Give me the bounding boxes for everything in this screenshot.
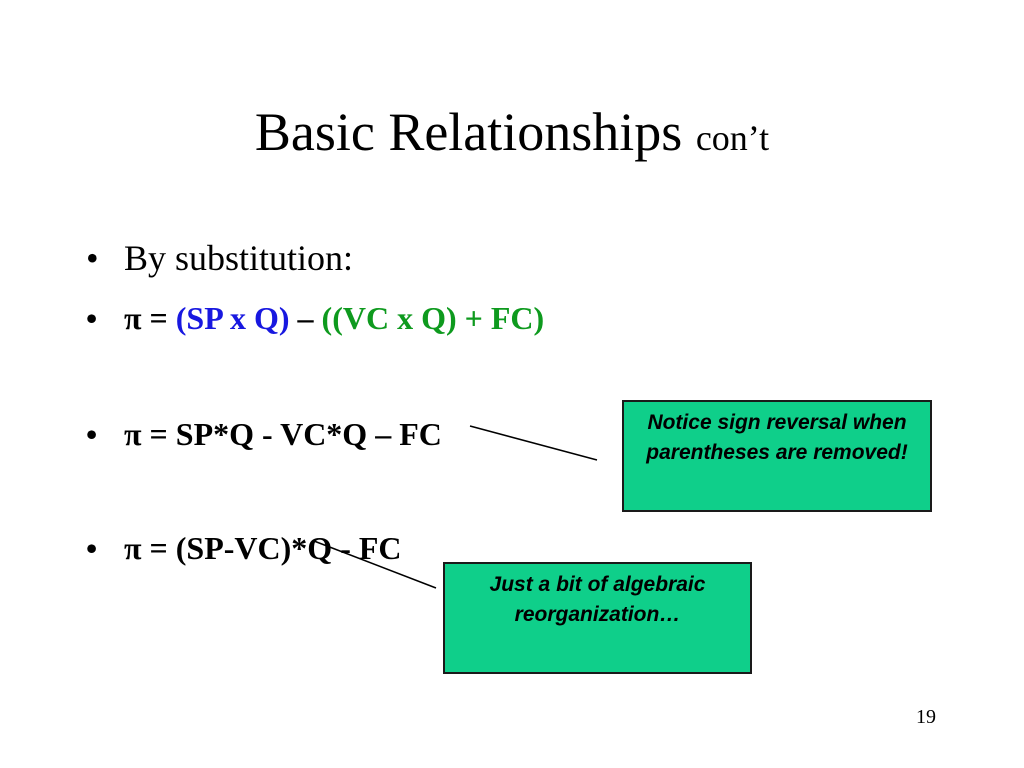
bullet-text: π = SP*Q - VC*Q – FC xyxy=(124,416,442,452)
title-suffix: con’t xyxy=(695,118,770,158)
bullet-marker: • xyxy=(86,300,98,336)
callout-text: Just a bit of algebraic reorganization… xyxy=(489,573,706,626)
title-main: Basic Relationships xyxy=(254,102,683,162)
bullet-equation-2: • π = SP*Q - VC*Q – FC xyxy=(86,413,442,455)
equation-cost-term: ((VC x Q) + FC) xyxy=(321,300,545,336)
bullet-equation-3: • π = (SP-VC)*Q - FC xyxy=(86,527,402,569)
callout-reorganization: Just a bit of algebraic reorganization… xyxy=(443,562,752,674)
bullet-text: By substitution: xyxy=(124,238,354,278)
bullet-marker: • xyxy=(86,416,98,452)
equation-minus: – xyxy=(289,300,322,336)
bullet-equation-1: • π = (SP x Q) – ((VC x Q) + FC) xyxy=(86,297,544,339)
bullet-substitution: • By substitution: xyxy=(86,237,353,279)
slide-title: Basic Relationships con’t xyxy=(0,100,1024,170)
callout-text: Notice sign reversal when parentheses ar… xyxy=(646,411,908,464)
callout-sign-reversal: Notice sign reversal when parentheses ar… xyxy=(622,400,932,512)
bullet-marker: • xyxy=(86,238,99,278)
equation-revenue-term: (SP x Q) xyxy=(175,300,290,336)
page-number: 19 xyxy=(916,706,936,728)
connector-line-sign-reversal xyxy=(469,425,598,461)
bullet-text: π = (SP-VC)*Q - FC xyxy=(124,530,402,566)
bullet-marker: • xyxy=(86,530,98,566)
equation-prefix: π = xyxy=(124,300,176,336)
